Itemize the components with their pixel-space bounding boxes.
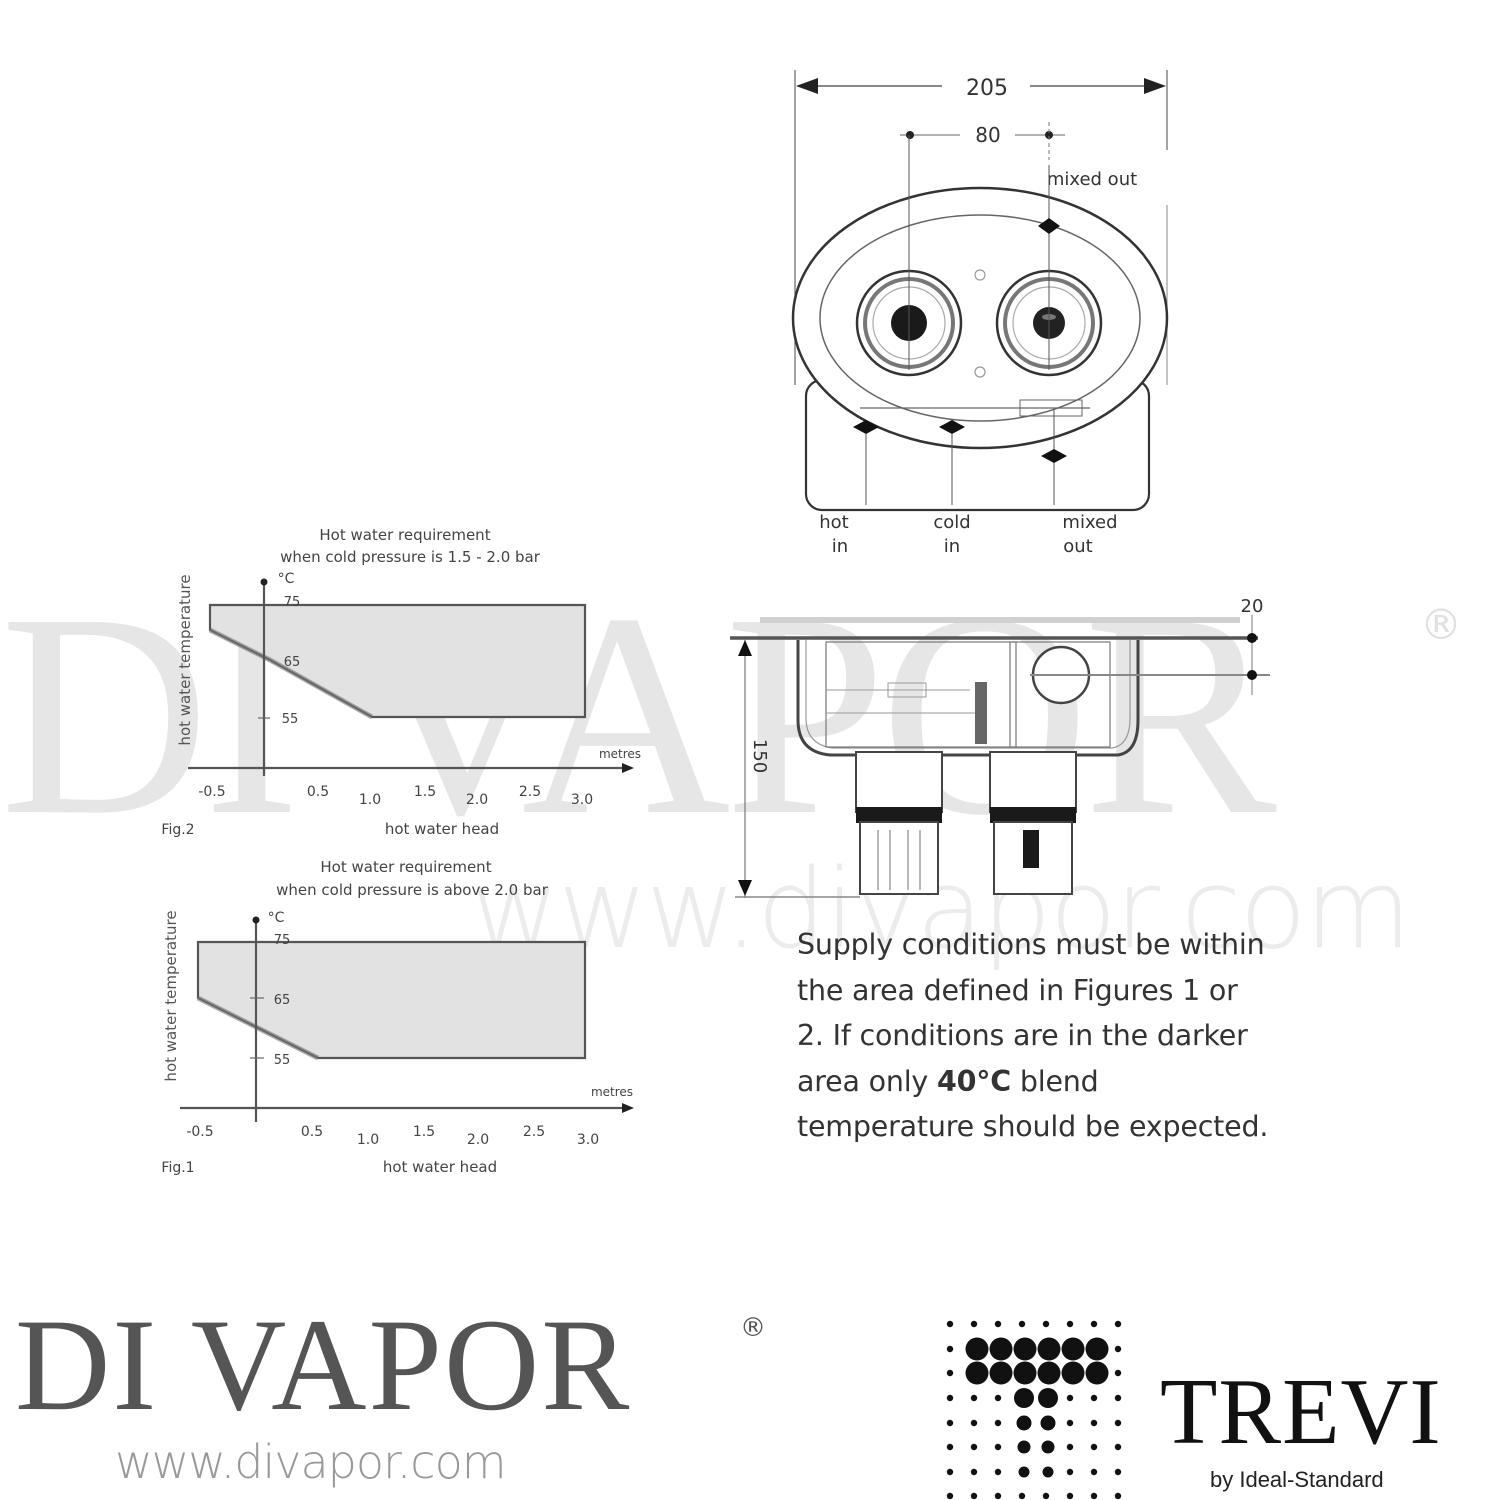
svg-text:-0.5: -0.5 (198, 784, 225, 800)
svg-text:150: 150 (749, 739, 770, 773)
arrow-right-icon (1144, 78, 1166, 94)
chart-fig2: Hot water requirement when cold pressure… (161, 526, 641, 838)
divapor-logo-url: www.divapor.com (115, 1435, 507, 1489)
side-view: 150 20 (730, 596, 1270, 898)
svg-text:hot: hot (819, 512, 848, 533)
note-line: area only 40°C blend (797, 1064, 1099, 1098)
svg-text:in: in (944, 536, 960, 557)
svg-text:20: 20 (1241, 596, 1264, 617)
supply-conditions-note: Supply conditions must be within the are… (797, 922, 1387, 1150)
divapor-logo: DI VAPOR ® www.divapor.com (15, 1291, 766, 1490)
dimension-205: 205 (796, 76, 1166, 101)
svg-text:2.5: 2.5 (519, 784, 541, 800)
registered-mark-icon: ® (740, 1313, 766, 1343)
port-label-mixed-out: mixed out (1062, 512, 1117, 557)
dimension-20: 20 (1241, 596, 1264, 695)
trevi-dot-mark-icon (946, 1320, 1122, 1500)
arrow-up-icon (738, 640, 752, 656)
svg-text:2.5: 2.5 (523, 1124, 545, 1140)
svg-text:1.0: 1.0 (359, 792, 381, 808)
front-view: 205 80 mixed out (791, 70, 1169, 557)
svg-text:75: 75 (284, 595, 301, 610)
watermark-url: www.divapor.com (470, 845, 1412, 973)
port-label-hot-in: hot in (819, 512, 848, 557)
note-line: 2. If conditions are in the darker (797, 1019, 1248, 1052)
svg-text:°C: °C (278, 571, 295, 587)
svg-text:out: out (1063, 536, 1092, 557)
chart-fig1: Hot water requirement when cold pressure… (161, 858, 634, 1176)
chart-title: Hot water requirement (319, 526, 490, 544)
chart-subtitle: when cold pressure is above 2.0 bar (276, 881, 549, 899)
label-mixed-out-top: mixed out (1047, 169, 1137, 190)
svg-text:55: 55 (282, 712, 299, 727)
svg-text:2.0: 2.0 (467, 1132, 489, 1148)
svg-text:cold: cold (933, 512, 970, 533)
figure-label: Fig.2 (161, 822, 194, 838)
arrow-left-icon (796, 78, 818, 94)
dimension-80: 80 (900, 123, 1065, 147)
requirement-region (208, 603, 587, 719)
svg-text:65: 65 (274, 993, 291, 1008)
trevi-logo: TREVI by Ideal-Standard (920, 1300, 1500, 1500)
escutcheon-outer (791, 186, 1169, 450)
x-axis-label: hot water head (385, 820, 499, 838)
svg-text:1.0: 1.0 (357, 1132, 379, 1148)
svg-text:mixed: mixed (1062, 512, 1117, 533)
svg-text:in: in (832, 536, 848, 557)
svg-text:3.0: 3.0 (577, 1132, 599, 1148)
chart-subtitle: when cold pressure is 1.5 - 2.0 bar (280, 548, 541, 566)
svg-text:65: 65 (284, 655, 301, 670)
svg-text:55: 55 (274, 1053, 291, 1068)
y-axis-label: hot water temperature (176, 574, 194, 745)
note-line: Supply conditions must be within (797, 928, 1265, 961)
svg-text:75: 75 (274, 933, 291, 948)
trevi-logo-name: TREVI (1160, 1360, 1442, 1464)
divapor-logo-name: DI VAPOR (15, 1291, 632, 1438)
y-axis-label: hot water temperature (162, 910, 180, 1081)
arrow-down-icon (738, 880, 752, 896)
x-axis-label: hot water head (383, 1158, 497, 1176)
svg-text:2.0: 2.0 (466, 792, 488, 808)
trevi-logo-tagline: by Ideal-Standard (1210, 1467, 1384, 1492)
svg-text:metres: metres (599, 747, 641, 761)
svg-text:1.5: 1.5 (414, 784, 436, 800)
port-label-cold-in: cold in (933, 512, 970, 557)
svg-text:0.5: 0.5 (301, 1124, 323, 1140)
svg-text:205: 205 (966, 76, 1008, 101)
dimension-150: 150 (735, 640, 860, 898)
svg-text:80: 80 (975, 123, 1000, 147)
svg-text:-0.5: -0.5 (186, 1124, 213, 1140)
svg-text:°C: °C (268, 910, 285, 926)
blend-temperature: 40°C (936, 1064, 1011, 1098)
svg-text:3.0: 3.0 (571, 792, 593, 808)
note-line: the area defined in Figures 1 or (797, 973, 1238, 1007)
chart-title: Hot water requirement (320, 858, 491, 876)
watermark-registered-mark: ® (1420, 600, 1462, 649)
svg-text:metres: metres (591, 1085, 633, 1099)
svg-text:0.5: 0.5 (307, 784, 329, 800)
note-line: temperature should be expected. (797, 1110, 1269, 1143)
figure-label: Fig.1 (161, 1160, 194, 1176)
svg-text:1.5: 1.5 (413, 1124, 435, 1140)
